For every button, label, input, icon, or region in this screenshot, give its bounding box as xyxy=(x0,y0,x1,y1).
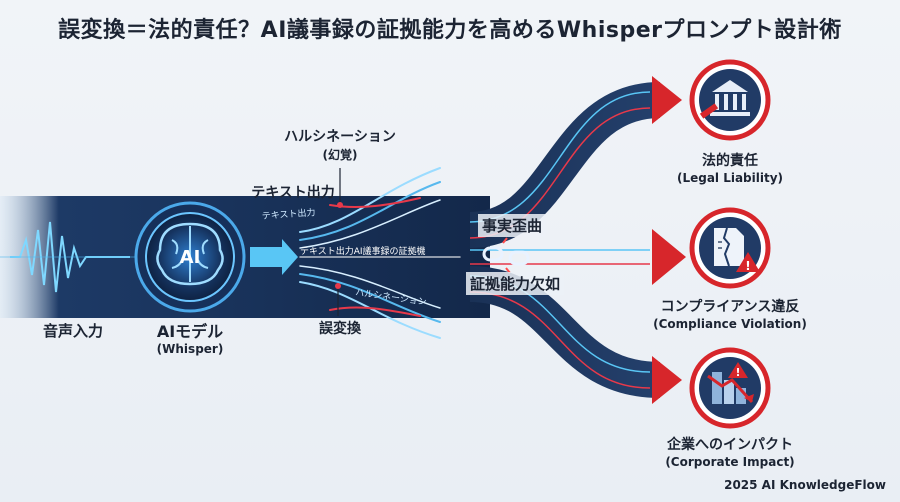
ai-model-label: AIモデル (Whisper) xyxy=(140,318,240,356)
audio-waveform xyxy=(0,221,150,293)
outcome-compliance-label: コンプライアンス違反 xyxy=(660,299,800,315)
outcome-legal: 法的責任 (Legal Liability) xyxy=(630,150,830,185)
hallucination-label: ハルシネーション (幻覚) xyxy=(280,126,400,163)
text-output-label: テキスト出力 xyxy=(238,182,348,202)
audio-input-label: 音声入力 xyxy=(28,320,118,341)
audio-input-text: 音声入力 xyxy=(42,322,103,340)
text-output-text: テキスト出力 xyxy=(251,185,335,201)
ai-output-arrow xyxy=(250,239,298,275)
outcome-legal-label: 法的責任 xyxy=(702,153,758,169)
ai-model-sub: (Whisper) xyxy=(156,342,224,356)
red-arrowheads xyxy=(652,76,686,404)
stream-text-top: テキスト出力 xyxy=(261,206,315,222)
corporate-impact-icon: ! xyxy=(689,347,771,429)
outcome-compliance: コンプライアンス違反 (Compliance Violation) xyxy=(630,296,830,331)
svg-text:!: ! xyxy=(745,259,750,273)
fact-distortion-label: 事実歪曲 xyxy=(478,214,547,237)
svg-text:!: ! xyxy=(735,366,740,379)
text-streaks xyxy=(299,167,461,339)
compliance-violation-icon: ! xyxy=(689,207,771,289)
ai-model-text: AIモデル xyxy=(156,322,224,341)
evidence-lack-label: 証拠能力欠如 xyxy=(466,272,565,295)
stream-text-middle: テキスト出力AI議事録の証拠機 xyxy=(300,245,426,257)
outcome-compliance-sub: (Compliance Violation) xyxy=(653,317,807,331)
page-title: 誤変換＝法的責任？AI議事録の証拠能力を高めるWhisperプロンプト設計術 xyxy=(58,18,842,43)
footer-credit: 2025 AI KnowledgeFlow xyxy=(724,478,886,492)
legal-liability-icon xyxy=(689,59,771,141)
hallucination-sub: (幻覚) xyxy=(322,148,358,162)
hallucination-text: ハルシネーション xyxy=(284,129,396,145)
outcome-corporate: 企業へのインパクト (Corporate Impact) xyxy=(630,434,830,469)
ai-badge: AI xyxy=(180,247,201,268)
outcome-legal-sub: (Legal Liability) xyxy=(676,171,784,185)
misconversion-text: 誤変換 xyxy=(319,321,361,337)
ai-brain-icon xyxy=(134,201,246,313)
callout-pointers xyxy=(335,168,343,316)
outcome-corporate-sub: (Corporate Impact) xyxy=(665,455,795,469)
broken-chain-icon xyxy=(482,237,530,274)
branch-arms xyxy=(468,82,662,398)
misconversion-label: 誤変換 xyxy=(300,318,380,338)
outcome-corporate-label: 企業へのインパクト xyxy=(667,437,793,453)
